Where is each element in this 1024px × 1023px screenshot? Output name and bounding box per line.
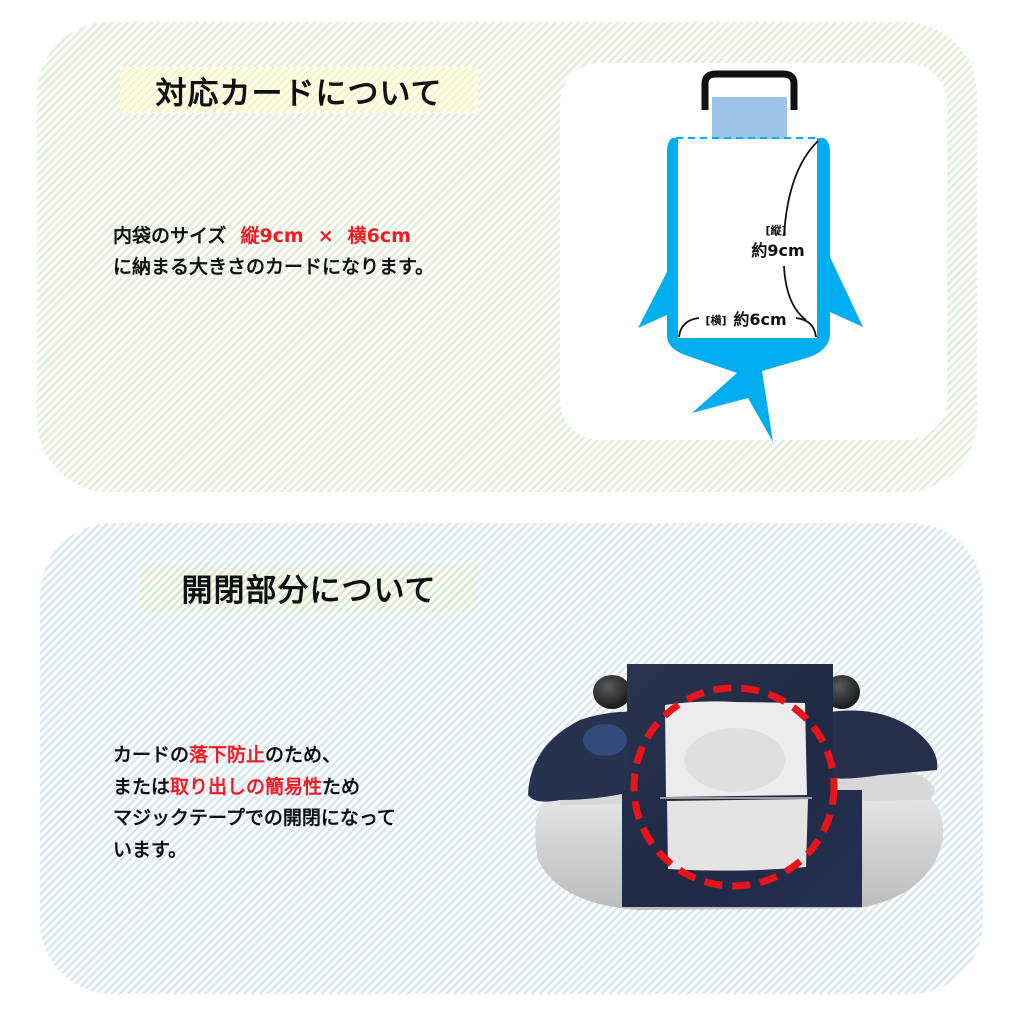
closure-line-2: または取り出しの簡易性ため [113, 772, 396, 804]
card-size-description: 内袋のサイズ縦9cm × 横6cm に納まる大きさのカードになります。 [113, 221, 434, 283]
closure-line-1: カードの落下防止のため、 [113, 740, 396, 772]
closure-title: 開閉部分について [140, 563, 478, 612]
left-knob [593, 675, 631, 709]
inner-pouch-size-label: 内袋のサイズ [113, 225, 227, 247]
closure-text: カードの [113, 744, 190, 766]
pouch-left-flap [528, 711, 640, 802]
closure-text: または [113, 775, 171, 798]
highlight-dashed-circle [630, 684, 838, 890]
closure-line-4: います。 [113, 838, 188, 861]
vertical-dimension-bracket-lower [783, 265, 807, 321]
description-line-1: 内袋のサイズ縦9cm × 横6cm [113, 221, 434, 252]
pouch-sparkle [583, 724, 627, 756]
pouch-right-flap [830, 710, 938, 779]
velcro-hook-area [685, 728, 785, 792]
vertical-label: 約9cm [751, 241, 804, 260]
horizontal-dimension-bracket-left [678, 317, 700, 338]
description-line-2: に納まる大きさのカードになります。 [113, 256, 435, 278]
horizontal-label-small: [横] [705, 313, 726, 327]
closure-highlight-text: 落下防止 [189, 744, 266, 766]
closure-description: カードの落下防止のため、 または取り出しの簡易性ため マジックテープでの開閉にな… [113, 740, 396, 866]
card-shape [712, 97, 787, 139]
horizontal-dimension-bracket-right [795, 317, 817, 338]
handle-icon [701, 70, 798, 110]
vertical-label-small: [縦] [765, 223, 786, 237]
times-sign: × [317, 225, 334, 247]
horizontal-label: 約6cm [733, 310, 786, 329]
velcro-lower-patch [667, 799, 808, 871]
height-value: 縦9cm [240, 225, 304, 247]
pouch-body-shape [638, 138, 863, 442]
vertical-dimension-bracket [783, 140, 819, 237]
closure-text: のため、 [265, 744, 342, 766]
card-size-title: 対応カードについて [120, 67, 478, 113]
closure-line-3: マジックテープでの開閉になって [113, 807, 396, 829]
closure-highlight-text: 取り出しの簡易性 [170, 775, 323, 798]
width-value: 横6cm [347, 225, 411, 247]
closure-text: ため [322, 775, 361, 798]
